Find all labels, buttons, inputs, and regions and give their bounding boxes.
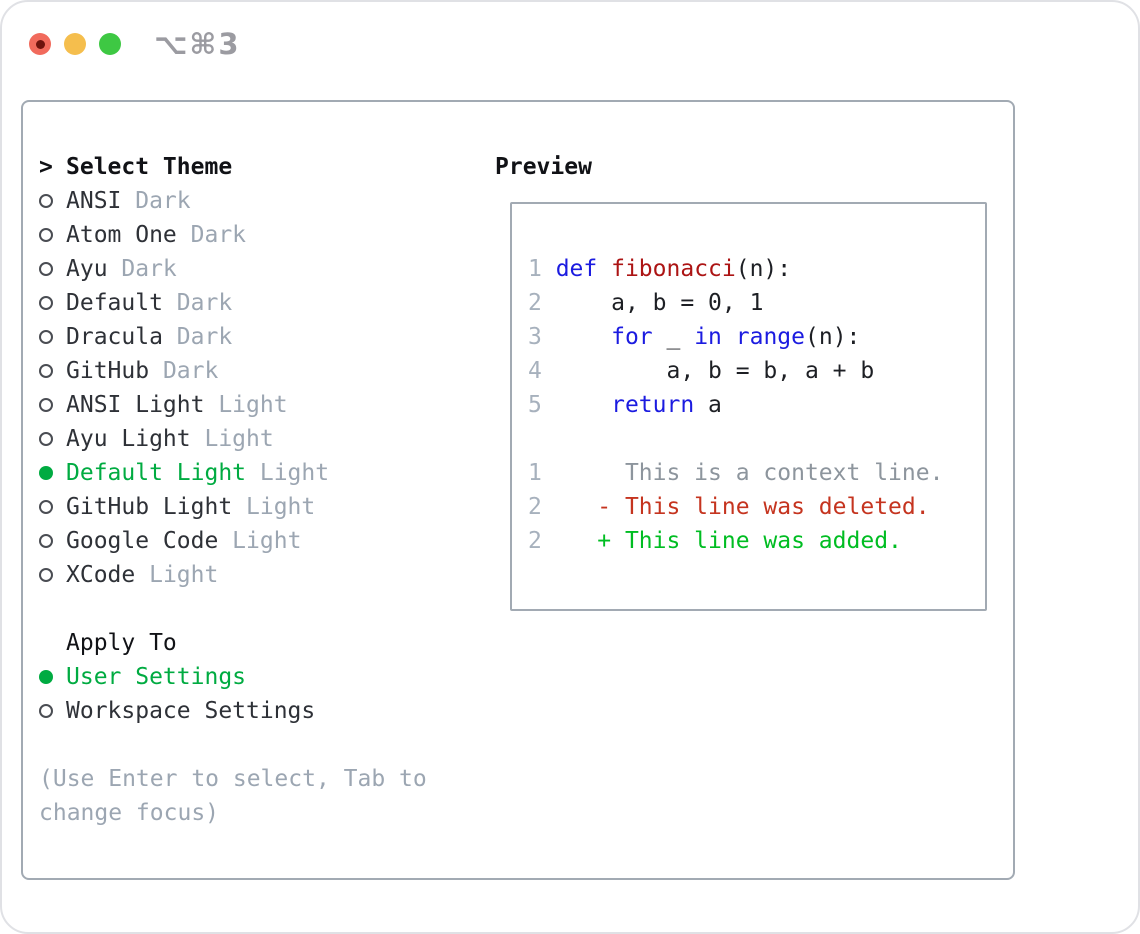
theme-item-label: Atom One Dark bbox=[66, 222, 247, 248]
theme-item-ayu-light-light[interactable]: Ayu Light Light bbox=[39, 422, 427, 456]
preview-line-9: 2 + This line was added. bbox=[528, 528, 902, 554]
theme-item-label: Ayu Dark bbox=[66, 256, 177, 282]
radio-unselected-icon bbox=[39, 568, 53, 582]
preview-line-8: 2 - This line was deleted. bbox=[528, 494, 930, 520]
theme-item-label: GitHub Light Light bbox=[66, 494, 316, 520]
radio-unselected-icon bbox=[39, 534, 53, 548]
theme-item-ayu-dark[interactable]: Ayu Dark bbox=[39, 252, 427, 286]
theme-item-label: ANSI Light Light bbox=[66, 392, 288, 418]
radio-unselected-icon bbox=[39, 262, 53, 276]
radio-selected-icon bbox=[39, 466, 53, 480]
hint-text: change focus) bbox=[39, 800, 220, 826]
radio-unselected-icon bbox=[39, 194, 53, 208]
hint-text: (Use Enter to select, Tab to bbox=[39, 766, 427, 792]
theme-item-google-code-light[interactable]: Google Code Light bbox=[39, 524, 427, 558]
radio-unselected-icon bbox=[39, 432, 53, 446]
theme-item-label: ANSI Dark bbox=[66, 188, 191, 214]
preview-line-2: 2 a, b = 0, 1 bbox=[528, 290, 764, 316]
theme-item-dracula-dark[interactable]: Dracula Dark bbox=[39, 320, 427, 354]
theme-item-atom-one-dark[interactable]: Atom One Dark bbox=[39, 218, 427, 252]
apply-option-label: Workspace Settings bbox=[66, 698, 316, 724]
preview-line-4: 4 a, b = b, a + b bbox=[528, 358, 875, 384]
theme-item-ansi-dark[interactable]: ANSI Dark bbox=[39, 184, 427, 218]
spacer-row bbox=[39, 728, 427, 762]
theme-item-github-light-light[interactable]: GitHub Light Light bbox=[39, 490, 427, 524]
spacer-row bbox=[39, 592, 427, 626]
apply-to-header: Apply To bbox=[39, 626, 427, 660]
radio-unselected-icon bbox=[39, 704, 53, 718]
radio-unselected-icon bbox=[39, 330, 53, 344]
theme-list-header-label: Select Theme bbox=[66, 154, 233, 180]
preview-line-1: 1 def fibonacci(n): bbox=[528, 256, 792, 282]
minimize-button[interactable] bbox=[64, 33, 86, 55]
theme-list-header: > Select Theme bbox=[39, 150, 427, 184]
radio-unselected-icon bbox=[39, 398, 53, 412]
radio-unselected-icon bbox=[39, 228, 53, 242]
close-button[interactable] bbox=[29, 33, 51, 55]
preview-code: 1 def fibonacci(n): 2 a, b = 0, 1 3 for _ … bbox=[512, 204, 985, 558]
preview-title: Preview bbox=[495, 154, 592, 180]
apply-option-user-settings[interactable]: User Settings bbox=[39, 660, 427, 694]
radio-unselected-icon bbox=[39, 500, 53, 514]
preview-line-7: 1 This is a context line. bbox=[528, 460, 944, 486]
apply-option-workspace-settings[interactable]: Workspace Settings bbox=[39, 694, 427, 728]
zoom-button[interactable] bbox=[99, 33, 121, 55]
theme-item-label: Default Light Light bbox=[66, 460, 330, 486]
theme-item-label: XCode Light bbox=[66, 562, 219, 588]
apply-to-label: Apply To bbox=[66, 630, 177, 656]
radio-selected-icon bbox=[39, 670, 53, 684]
theme-item-xcode-light[interactable]: XCode Light bbox=[39, 558, 427, 592]
theme-item-label: Dracula Dark bbox=[66, 324, 233, 350]
caret-glyph: > bbox=[39, 154, 53, 180]
theme-item-label: Default Dark bbox=[66, 290, 233, 316]
theme-item-default-dark[interactable]: Default Dark bbox=[39, 286, 427, 320]
theme-item-default-light-light[interactable]: Default Light Light bbox=[39, 456, 427, 490]
preview-box: 1 def fibonacci(n): 2 a, b = 0, 1 3 for _ … bbox=[510, 202, 987, 611]
apply-option-label: User Settings bbox=[66, 664, 247, 690]
hint-line: (Use Enter to select, Tab to bbox=[39, 762, 427, 796]
theme-item-label: GitHub Dark bbox=[66, 358, 219, 384]
radio-unselected-icon bbox=[39, 296, 53, 310]
theme-item-ansi-light-light[interactable]: ANSI Light Light bbox=[39, 388, 427, 422]
window-titlebar: ⌥⌘3 bbox=[29, 27, 241, 61]
theme-item-label: Google Code Light bbox=[66, 528, 302, 554]
theme-item-label: Ayu Light Light bbox=[66, 426, 274, 452]
preview-line-3: 3 for _ in range(n): bbox=[528, 324, 861, 350]
theme-item-github-dark[interactable]: GitHub Dark bbox=[39, 354, 427, 388]
traffic-lights bbox=[29, 33, 134, 55]
focus-caret-icon: > bbox=[39, 154, 66, 180]
radio-unselected-icon bbox=[39, 364, 53, 378]
hint-line: change focus) bbox=[39, 796, 427, 830]
window-title: ⌥⌘3 bbox=[154, 27, 241, 61]
close-button-dot bbox=[35, 39, 45, 49]
preview-line-5: 5 return a bbox=[528, 392, 722, 418]
preview-line-6 bbox=[528, 422, 985, 456]
